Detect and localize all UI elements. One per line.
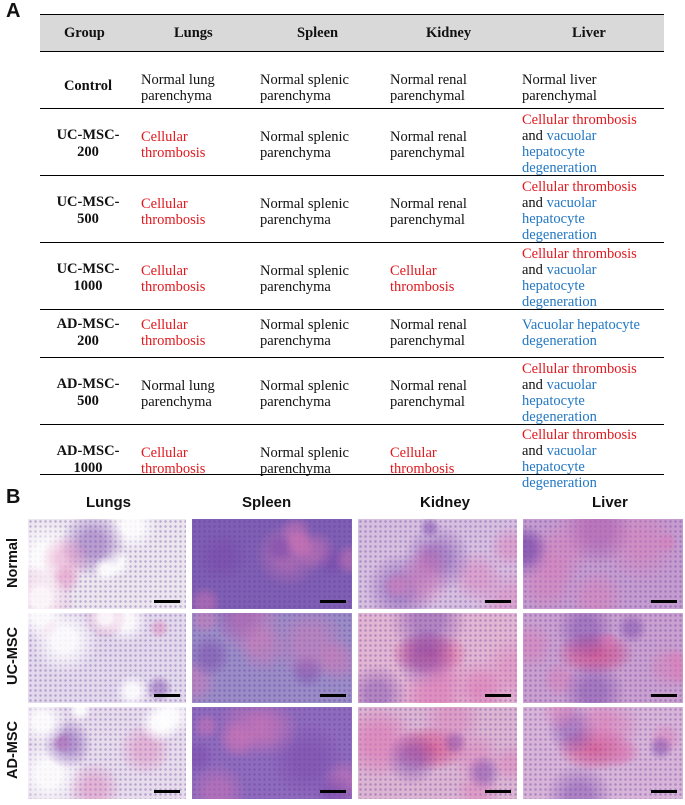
scale-bar (485, 694, 511, 697)
micrograph-ad-msc-spleen (192, 707, 352, 799)
group-cell: AD-MSC-500 (56, 376, 120, 409)
row-title-ad-msc: AD-MSC (5, 721, 21, 779)
group-cell: AD-MSC-1000 (56, 443, 120, 476)
micrograph-uc-msc-liver (523, 613, 683, 703)
liver-cell: Cellular thrombosis and vacuolar hepatoc… (522, 427, 637, 491)
micrograph-ad-msc-lungs (28, 707, 186, 799)
scale-bar (320, 600, 346, 603)
group-cell: AD-MSC-200 (56, 316, 120, 349)
header-kidney: Kidney (426, 25, 472, 41)
micrograph-normal-liver (523, 519, 683, 609)
micrograph-uc-msc-spleen (192, 613, 352, 703)
liver-cell: Cellular thrombosis and vacuolar hepatoc… (522, 112, 637, 176)
liver-cell: Cellular thrombosis and vacuolar hepatoc… (522, 361, 637, 425)
scale-bar (320, 790, 346, 793)
scale-bar (154, 694, 180, 697)
scale-bar (154, 790, 180, 793)
scale-bar (485, 790, 511, 793)
header-lungs: Lungs (174, 25, 213, 41)
micrograph-normal-spleen (192, 519, 352, 609)
panel-b-label: B (6, 486, 21, 508)
micrograph-uc-msc-kidney (358, 613, 517, 703)
liver-cell: Cellular thrombosis and vacuolar hepatoc… (522, 179, 637, 243)
table-header: Group Lungs Spleen Kidney Liver (40, 15, 664, 51)
micrograph-uc-msc-lungs (28, 613, 186, 703)
group-cell: Control (63, 78, 113, 94)
scale-bar (320, 694, 346, 697)
header-liver: Liver (572, 25, 606, 41)
header-spleen: Spleen (297, 25, 339, 41)
header-group: Group (64, 25, 105, 41)
column-title-liver: Liver (592, 494, 628, 511)
scale-bar (651, 790, 677, 793)
row-title-uc-msc: UC-MSC (5, 627, 21, 685)
scale-bar (651, 600, 677, 603)
micrograph-normal-lungs (28, 519, 186, 609)
scale-bar (154, 600, 180, 603)
column-title-spleen: Spleen (242, 494, 292, 511)
column-title-lungs: Lungs (86, 494, 131, 511)
micrograph-ad-msc-kidney (358, 707, 517, 799)
group-cell: UC-MSC-200 (56, 127, 120, 160)
group-cell: UC-MSC-500 (56, 194, 120, 227)
liver-cell: Cellular thrombosis and vacuolar hepatoc… (522, 246, 637, 310)
scale-bar (651, 694, 677, 697)
micrograph-normal-kidney (358, 519, 517, 609)
panel-a-label: A (6, 0, 21, 22)
scale-bar (485, 600, 511, 603)
micrograph-ad-msc-liver (523, 707, 683, 799)
column-title-kidney: Kidney (420, 494, 471, 511)
row-title-normal: Normal (5, 538, 21, 588)
group-cell: UC-MSC-1000 (56, 261, 120, 294)
